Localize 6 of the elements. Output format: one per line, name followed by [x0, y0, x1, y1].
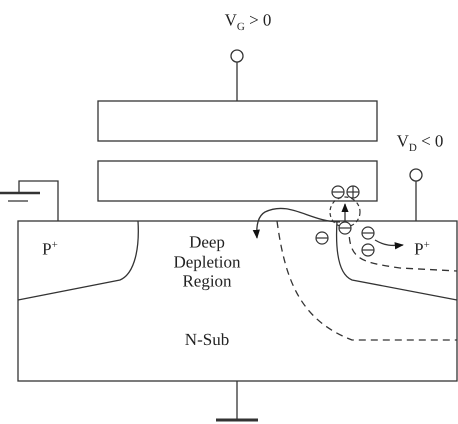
bias-label: V$_{G}$ > 0: [224, 10, 272, 34]
bias-label: V$_{D}$ < 0: [396, 131, 444, 155]
region-label: P$^{+}$: [42, 238, 58, 260]
region-label: P$^{+}$: [414, 238, 430, 260]
region-label: Deep Depletion Region: [172, 232, 242, 292]
region-label: N-Sub: [184, 330, 230, 350]
